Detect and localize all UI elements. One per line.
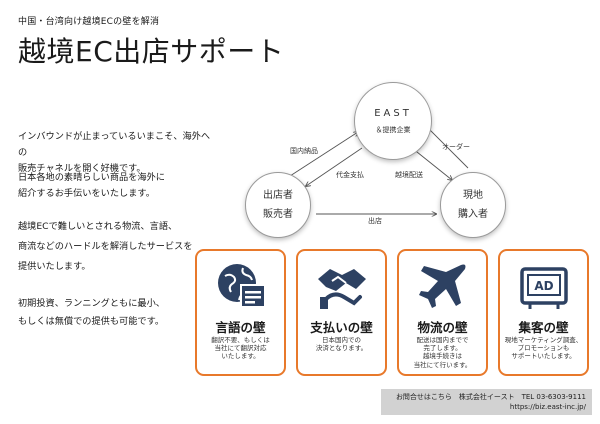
page-title: 越境EC出店サポート xyxy=(18,35,285,68)
card-payment-barrier: 支払いの壁 日本国内での 決済となります。 xyxy=(296,249,387,376)
card-title: 言語の壁 xyxy=(215,320,266,335)
card-title: 物流の壁 xyxy=(417,320,468,335)
arrow-cross-border xyxy=(411,147,452,180)
node-seller: 出店者 販売者 xyxy=(245,172,311,238)
contact-footer: お問合せはこちら 株式会社イースト TEL 03-6303-9111 https… xyxy=(381,389,592,415)
card-logistics-barrier: 物流の壁 配送は国内までで 完了します。 越境手続きは 当社にて行います。 xyxy=(397,249,488,376)
service-paragraph: 越境ECで難しいとされる物流、言語、 商流などのハードルを解消したサービスを 提… xyxy=(18,221,193,272)
card-title: 支払いの壁 xyxy=(310,320,373,335)
arrow-payment xyxy=(306,147,363,186)
card-description: 配送は国内までで 完了します。 越境手続きは 当社にて行います。 xyxy=(413,336,472,369)
east-name: EAST xyxy=(374,107,412,119)
card-marketing-barrier: AD 集客の壁 現地マーケティング調査、 プロモーションも サポートいたします。 xyxy=(498,249,589,376)
ad-board-icon: AD xyxy=(500,259,587,311)
handshake-icon xyxy=(298,259,385,311)
card-description: 翻訳不要、もしくは 当社にて翻訳対応 いたします。 xyxy=(211,336,270,361)
svg-text:AD: AD xyxy=(534,279,553,293)
node-east: EAST ＆提携企業 xyxy=(354,82,432,160)
card-title: 集客の壁 xyxy=(518,320,569,335)
node-buyer: 現地 購入者 xyxy=(440,172,506,238)
card-description: 日本国内での 決済となります。 xyxy=(315,336,368,353)
cost-paragraph: 初期投資、ランニングともに最小、 もしくは無償での提供も可能です。 xyxy=(18,298,165,327)
airplane-icon xyxy=(399,259,486,311)
label-listing: 出店 xyxy=(368,217,382,225)
contact-info: お問合せはこちら 株式会社イースト TEL 03-6303-9111 xyxy=(395,393,586,401)
label-domestic-delivery: 国内納品 xyxy=(290,147,318,155)
card-language-barrier: 言語の壁 翻訳不要、もしくは 当社にて翻訳対応 いたします。 xyxy=(195,249,286,376)
website-url[interactable]: https://biz.east-inc.jp/ xyxy=(509,403,586,411)
east-partners: ＆提携企業 xyxy=(375,125,411,134)
translate-icon xyxy=(197,259,284,311)
intro-paragraph: インバウンドが止まっているいまこそ、海外への 販売チャネルを開く好機です。 xyxy=(18,131,211,174)
arrow-order xyxy=(424,124,469,169)
label-payment: 代金支払 xyxy=(336,171,364,179)
support-paragraph: 日本各地の素晴らしい商品を海外に 紹介するお手伝いをいたします。 xyxy=(18,172,165,199)
card-description: 現地マーケティング調査、 プロモーションも サポートいたします。 xyxy=(504,336,583,361)
label-cross-border: 越境配送 xyxy=(395,171,423,179)
page-subtitle: 中国・台湾向け越境ECの壁を解消 xyxy=(18,17,160,27)
arrow-domestic-delivery xyxy=(289,132,358,177)
label-order: オーダー xyxy=(442,143,470,151)
